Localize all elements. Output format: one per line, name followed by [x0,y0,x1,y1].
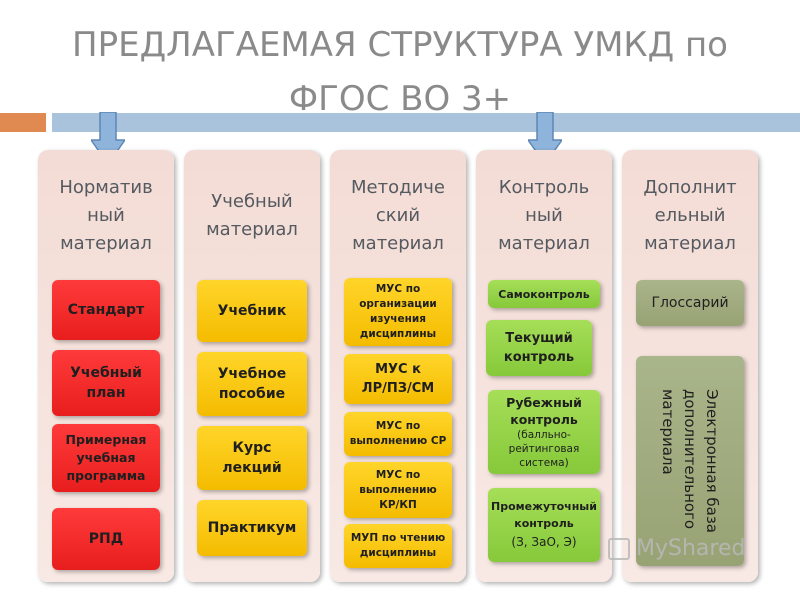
watermark-text: MyShared [636,536,746,561]
heading-line: Контроль [498,177,590,198]
item-label: выполнению [359,483,437,496]
heading-line: Методиче [351,177,445,198]
item-current-control[interactable]: Текущий контроль [486,320,592,376]
item-mus-coursework[interactable]: МУС по выполнению КР/КП [344,462,452,518]
title-line-2: ФГОС ВО 3+ [288,79,512,119]
item-textbook[interactable]: Учебник [197,280,307,342]
column-heading: Норматив ный материал [38,174,174,258]
item-label: Учебный [70,365,142,381]
item-mup-reading[interactable]: МУП по чтению дисциплины [344,524,452,568]
column-heading: Дополнит ельный материал [622,174,758,258]
heading-line: Учебный [211,191,293,212]
item-label: МУП по чтению [350,532,446,544]
heading-line: ный [87,205,125,226]
item-label: дополнительного [681,389,699,530]
item-label: МУС по [375,420,421,432]
item-sample-program[interactable]: Примерная учебная программа [52,424,160,492]
column-heading: Учебный материал [184,188,320,244]
heading-line: материал [352,233,444,254]
column-educational: Учебный материал Учебник Учебное пособие… [184,150,320,582]
item-label: Практикум [207,520,297,536]
item-mus-labs[interactable]: МУС к ЛР/ПЗ/СМ [344,354,452,404]
heading-line: Дополнит [643,177,737,198]
item-label: пособие [218,386,286,402]
item-label: Электронная база [703,389,721,533]
item-label: Курс [232,440,272,456]
item-label-vertical: Электронная база дополнительного материа… [657,389,723,533]
item-label: РПД [88,531,124,547]
item-sublabel: (З, ЗаО, Э) [511,535,577,549]
heading-line: ный [525,205,563,226]
heading-line: ельный [654,205,726,226]
item-label: Учебное [217,366,287,382]
heading-line: ский [375,205,421,226]
item-sublabel: (балльно- [517,429,571,441]
item-glossary[interactable]: Глоссарий [636,280,744,326]
item-label: Стандарт [67,302,145,318]
column-additional: Дополнит ельный материал Глоссарий Элект… [622,150,758,582]
item-intermediate-control[interactable]: Промежуточный контроль (З, ЗаО, Э) [488,488,600,562]
item-label: Самоконтроль [498,287,590,301]
item-label: Рубежный [506,395,582,410]
heading-line: материал [644,233,736,254]
item-label: ЛР/ПЗ/СМ [361,381,435,396]
item-label: учебная [76,450,136,465]
item-label: дисциплины [359,547,437,559]
item-milestone-control[interactable]: Рубежный контроль (балльно- рейтинговая … [488,390,600,474]
column-heading: Контроль ный материал [476,174,612,258]
item-self-control[interactable]: Самоконтроль [488,280,600,308]
presentation-icon [608,537,630,560]
item-label: МУС по [375,283,421,295]
title-line-1: ПРЕДЛАГАЕМАЯ СТРУКТУРА УМКД по [72,25,728,65]
item-label: дисциплины [359,328,437,340]
accent-bar-orange [0,113,46,132]
item-label: план [86,385,126,401]
item-label: контроль [510,412,578,427]
item-label: Текущий [505,331,573,346]
item-label: контроль [503,350,575,365]
item-label: Промежуточный [491,500,597,513]
item-label: изучения [370,313,426,325]
item-curriculum[interactable]: Учебный план [52,350,160,416]
column-normative: Норматив ный материал Стандарт Учебный п… [38,150,174,582]
item-electronic-database[interactable]: Электронная база дополнительного материа… [636,356,744,566]
item-sublabel: система) [519,457,569,469]
item-sublabel: рейтинговая [508,443,580,455]
item-label: материала [659,389,677,475]
column-heading: Методиче ский материал [330,174,466,258]
column-methodical: Методиче ский материал МУС по организаци… [330,150,466,582]
item-label: Учебник [217,303,287,319]
item-label: Примерная [65,432,147,447]
heading-line: Норматив [59,177,153,198]
accent-bar-blue [52,113,800,132]
item-mus-organization[interactable]: МУС по организации изучения дисциплины [344,278,452,346]
item-study-guide[interactable]: Учебное пособие [197,352,307,416]
item-label: программа [66,468,146,483]
item-label: МУС по [375,468,421,481]
heading-line: материал [498,233,590,254]
item-rpd[interactable]: РПД [52,508,160,570]
item-label: выполнению СР [349,435,447,447]
item-label: организации [359,298,437,310]
item-label: контроль [514,517,574,530]
item-mus-independent-work[interactable]: МУС по выполнению СР [344,412,452,456]
item-practicum[interactable]: Практикум [197,500,307,556]
item-label: Глоссарий [651,295,729,311]
item-label: КР/КП [379,498,417,511]
item-standard[interactable]: Стандарт [52,280,160,340]
watermark: MyShared [608,536,745,561]
item-label: МУС к [375,362,421,377]
column-control: Контроль ный материал Самоконтроль Текущ… [476,150,612,582]
heading-line: материал [206,219,298,240]
item-lecture-course[interactable]: Курс лекций [197,426,307,490]
heading-line: материал [60,233,152,254]
page-title: ПРЕДЛАГАЕМАЯ СТРУКТУРА УМКД по ФГОС ВО 3… [0,18,800,126]
item-label: лекций [222,460,282,476]
